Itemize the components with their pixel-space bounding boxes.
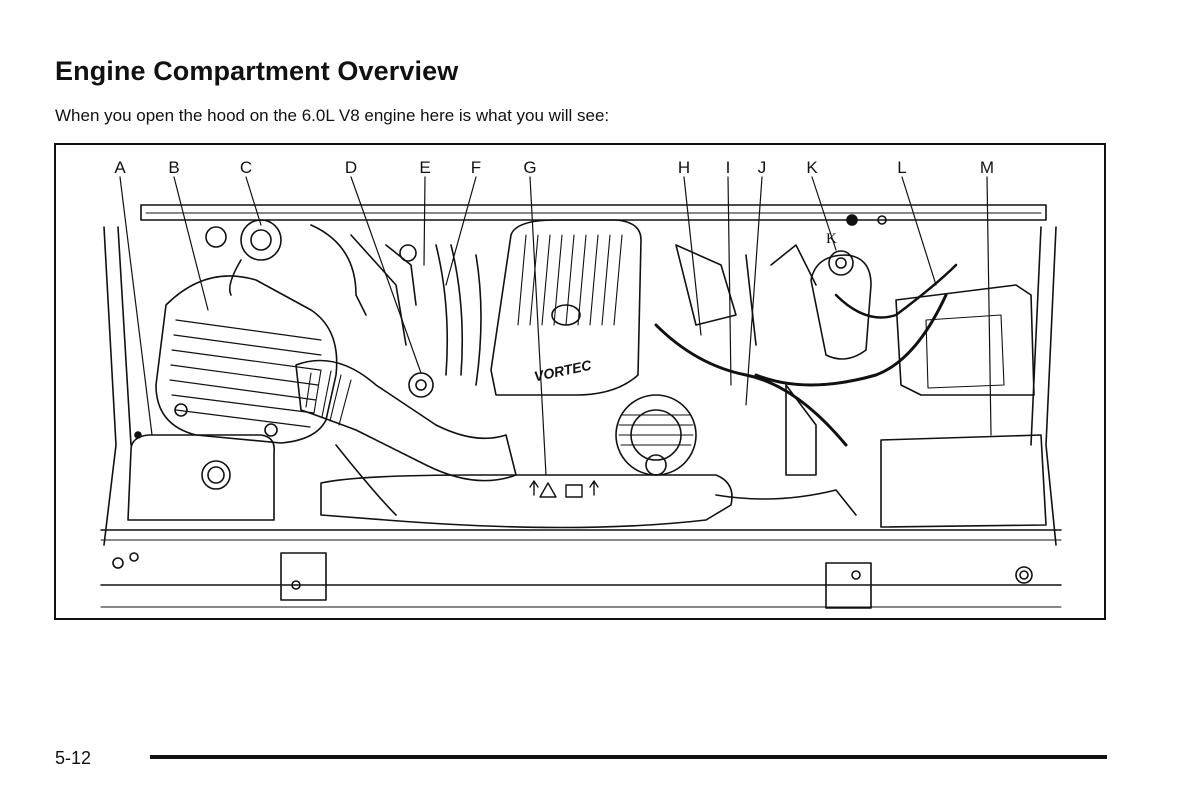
callout-l: L: [897, 158, 907, 177]
left-fender: [103, 226, 117, 546]
callout-k: K: [806, 158, 818, 177]
callout-f: F: [470, 158, 482, 177]
callout-e: E: [419, 158, 431, 177]
callout-d: D: [344, 158, 358, 177]
callout-i: I: [725, 158, 731, 177]
callout-a: A: [114, 158, 126, 177]
engine-cover-logo: VORTEC: [533, 357, 594, 385]
right-hood-latch: [825, 562, 872, 609]
callout-h: H: [677, 158, 691, 177]
intro-text: When you open the hood on the 6.0L V8 en…: [55, 106, 610, 125]
battery: [895, 284, 1035, 396]
right-fender: [1045, 226, 1057, 546]
engine-compartment-figure: VORTEC: [54, 143, 1106, 620]
engine-cover: [490, 219, 642, 396]
hood-hinge-bar: [140, 204, 1047, 221]
underhood-fuse-block: [880, 434, 1047, 528]
callout-g: G: [523, 158, 537, 177]
coolant-recovery-tank: [127, 434, 276, 521]
brake-reservoir: [810, 254, 872, 360]
air-cleaner: [155, 275, 338, 444]
footer-rule: [150, 755, 1107, 759]
cap-c: [240, 219, 282, 261]
callout-b: B: [168, 158, 180, 177]
callout-j: J: [757, 158, 767, 177]
oil-fill-cap: [408, 372, 434, 398]
callout-k-inline: K: [826, 231, 837, 247]
fan-shroud: [320, 474, 733, 529]
page-number: 5-12: [55, 748, 92, 768]
callout-leaders: [119, 176, 992, 476]
callout-m: M: [979, 158, 995, 177]
left-hood-latch: [280, 552, 327, 601]
engine-illustration: VORTEC: [100, 176, 1062, 609]
page-title: Engine Compartment Overview: [55, 56, 459, 86]
callout-c: C: [239, 158, 253, 177]
